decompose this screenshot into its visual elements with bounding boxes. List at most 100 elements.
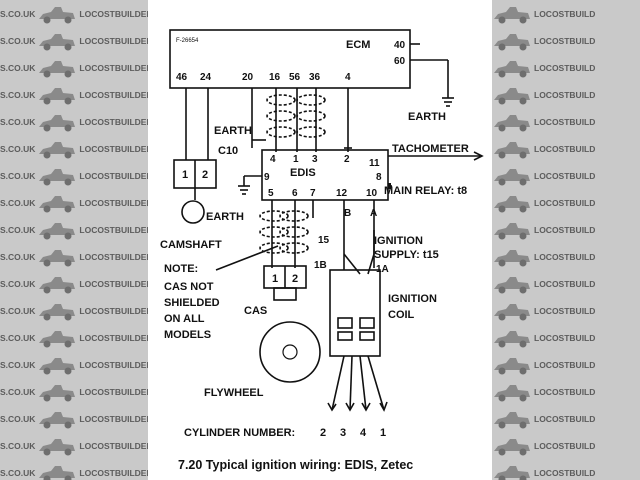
watermark-text: LOCOSTBUILD xyxy=(534,306,596,316)
watermark-text: LOCOSTBUILD xyxy=(534,468,596,478)
watermark-text: S.CO.UK xyxy=(0,252,36,262)
watermark-row-left: S.CO.UK LOCOSTBUILDERS xyxy=(0,270,148,298)
watermark-row-right: LOCOSTBUILD xyxy=(492,189,640,217)
car-logo-icon xyxy=(494,250,530,267)
note-line-3: SHIELDED xyxy=(164,297,220,309)
ecm-pin-4: 4 xyxy=(345,72,351,83)
wiring-diagram-sheet: F-26654 ECM 40 60 46 24 20 16 56 36 4 EA… xyxy=(148,0,492,480)
watermark-row-left: S.CO.UKLOCOSTBUILDERS xyxy=(0,459,148,480)
earth-shield-label: EARTH xyxy=(214,125,252,137)
watermark-text: LOCOSTBUILD xyxy=(534,414,596,424)
watermark-row-left: S.CO.UKLOCOSTBUILDERS xyxy=(0,27,148,55)
car-logo-icon xyxy=(39,88,76,105)
car-logo-icon xyxy=(39,277,76,294)
wiring-diagram: F-26654 ECM 40 60 46 24 20 16 56 36 4 EA… xyxy=(160,29,484,439)
watermark-row-left: S.CO.UKLOCOSTBUILDERS xyxy=(0,243,148,271)
figure-caption: 7.20 Typical ignition wiring: EDIS, Zete… xyxy=(178,458,414,472)
watermark-text: LOCOSTBUILDERS xyxy=(79,9,148,19)
watermark-row-right: LOCOSTBUILD xyxy=(492,108,640,136)
ecm-pin-36: 36 xyxy=(309,72,321,83)
ecm-pin-16: 16 xyxy=(269,72,281,83)
cylinder-2: 2 xyxy=(320,427,326,439)
watermark-text: S.CO.UK xyxy=(0,441,36,451)
watermark-text: S.CO.UK xyxy=(0,333,36,343)
wire-b-label: B xyxy=(344,208,351,219)
watermark-text: LOCOSTBUILDERS xyxy=(79,333,148,343)
edis-pin-1: 1 xyxy=(293,154,299,165)
watermark-text: LOCOSTBUILD xyxy=(534,198,596,208)
watermark-text: LOCOSTBUILD xyxy=(534,144,596,154)
edis-pin-4: 4 xyxy=(270,154,276,165)
camshaft-label: CAMSHAFT xyxy=(160,239,222,251)
watermark-row-right: LOCOSTBUILD xyxy=(492,0,640,28)
watermark-text: S.CO.UK xyxy=(0,279,36,289)
ignition-coil-label-1: IGNITION xyxy=(388,293,437,305)
watermark-right-panel: LOCOSTBUILD LOCOSTBUILD LOCOSTBUILD LOCOSTB… xyxy=(492,0,640,480)
flywheel xyxy=(259,321,321,383)
ignition-supply-label-2: SUPPLY: t15 xyxy=(374,249,439,261)
watermark-text: LOCOSTBUILDERS xyxy=(79,279,148,289)
car-logo-icon xyxy=(39,439,76,456)
cas-connector-pin-1: 1 xyxy=(272,273,278,285)
main-relay-label: MAIN RELAY: t8 xyxy=(384,185,467,197)
ecm-pin-60: 60 xyxy=(394,56,406,67)
car-logo-icon xyxy=(494,277,530,294)
cylinder-3: 3 xyxy=(340,427,346,439)
wire-a-label: A xyxy=(370,208,377,219)
car-logo-icon xyxy=(494,169,530,186)
coil-pin-15: 15 xyxy=(318,235,330,246)
watermark-row-right: LOCOSTBUILD xyxy=(492,243,640,271)
camshaft-connector-pin-1: 1 xyxy=(182,169,188,181)
watermark-text: LOCOSTBUILD xyxy=(534,90,596,100)
car-logo-icon xyxy=(494,223,530,240)
watermark-text: S.CO.UK xyxy=(0,36,36,46)
watermark-text: LOCOSTBUILD xyxy=(534,63,596,73)
watermark-text: LOCOSTBUILD xyxy=(534,252,596,262)
note-line-5: MODELS xyxy=(164,329,211,341)
watermark-row-left: S.CO.UKLOCOSTBUILDERS xyxy=(0,162,148,190)
car-logo-icon xyxy=(39,250,76,267)
ecm-label: ECM xyxy=(346,39,370,51)
watermark-text: LOCOSTBUILD xyxy=(534,279,596,289)
watermark-text: LOCOSTBUILDERS xyxy=(79,171,148,181)
cas-label: CAS xyxy=(244,305,267,317)
watermark-row-right: LOCOSTBUILD xyxy=(492,270,640,298)
edis-pin-7: 7 xyxy=(310,188,316,199)
car-logo-icon xyxy=(39,385,76,402)
watermark-row-right: LOCOSTBUILD xyxy=(492,405,640,433)
watermark-text: LOCOSTBUILDERS xyxy=(79,144,148,154)
watermark-text: S.CO.UK xyxy=(0,63,36,73)
car-logo-icon xyxy=(494,304,530,321)
edis-pin-6: 6 xyxy=(292,188,298,199)
watermark-row-left: S.CO.UKLOCOSTBUILDERS xyxy=(0,405,148,433)
watermark-text: LOCOSTBUILD xyxy=(534,387,596,397)
watermark-text: LOCOSTBUILD xyxy=(534,441,596,451)
note-line-1: NOTE: xyxy=(164,263,198,275)
watermark-row-left: S.CO.UKLOCOSTBUILDERS xyxy=(0,135,148,163)
car-logo-icon xyxy=(39,358,76,375)
car-logo-icon xyxy=(39,466,76,480)
coil-pin-1b: 1B xyxy=(314,260,327,271)
ignition-supply-label-1: IGNITION xyxy=(374,235,423,247)
watermark-text: LOCOSTBUILDERS xyxy=(79,387,148,397)
watermark-left-panel: S.CO.UK LOCOSTBUILDERS S.CO.UK LOCOSTBUILDE… xyxy=(0,0,148,480)
watermark-row-left: S.CO.UKLOCOSTBUILDERS xyxy=(0,108,148,136)
watermark-text: LOCOSTBUILDERS xyxy=(79,90,148,100)
watermark-row-left: S.CO.UKLOCOSTBUILDERS xyxy=(0,378,148,406)
watermark-row-right: LOCOSTBUILD xyxy=(492,351,640,379)
ecm-box xyxy=(169,29,411,89)
edis-pin-8: 8 xyxy=(376,172,382,183)
edis-box xyxy=(261,149,389,201)
watermark-text: S.CO.UK xyxy=(0,225,36,235)
watermark-text: S.CO.UK xyxy=(0,9,36,19)
coil-pin-1a: 1A xyxy=(376,264,389,275)
watermark-row-left: S.CO.UKLOCOSTBUILDERS xyxy=(0,216,148,244)
watermark-row-right: LOCOSTBUILD xyxy=(492,324,640,352)
car-logo-icon xyxy=(494,196,530,213)
watermark-row-right: LOCOSTBUILD xyxy=(492,216,640,244)
watermark-text: LOCOSTBUILDERS xyxy=(79,441,148,451)
watermark-row-left: S.CO.UK LOCOSTBUILDERS xyxy=(0,0,148,28)
car-logo-icon xyxy=(39,223,76,240)
watermark-text: LOCOSTBUILDERS xyxy=(79,117,148,127)
watermark-text: LOCOSTBUILD xyxy=(534,360,596,370)
